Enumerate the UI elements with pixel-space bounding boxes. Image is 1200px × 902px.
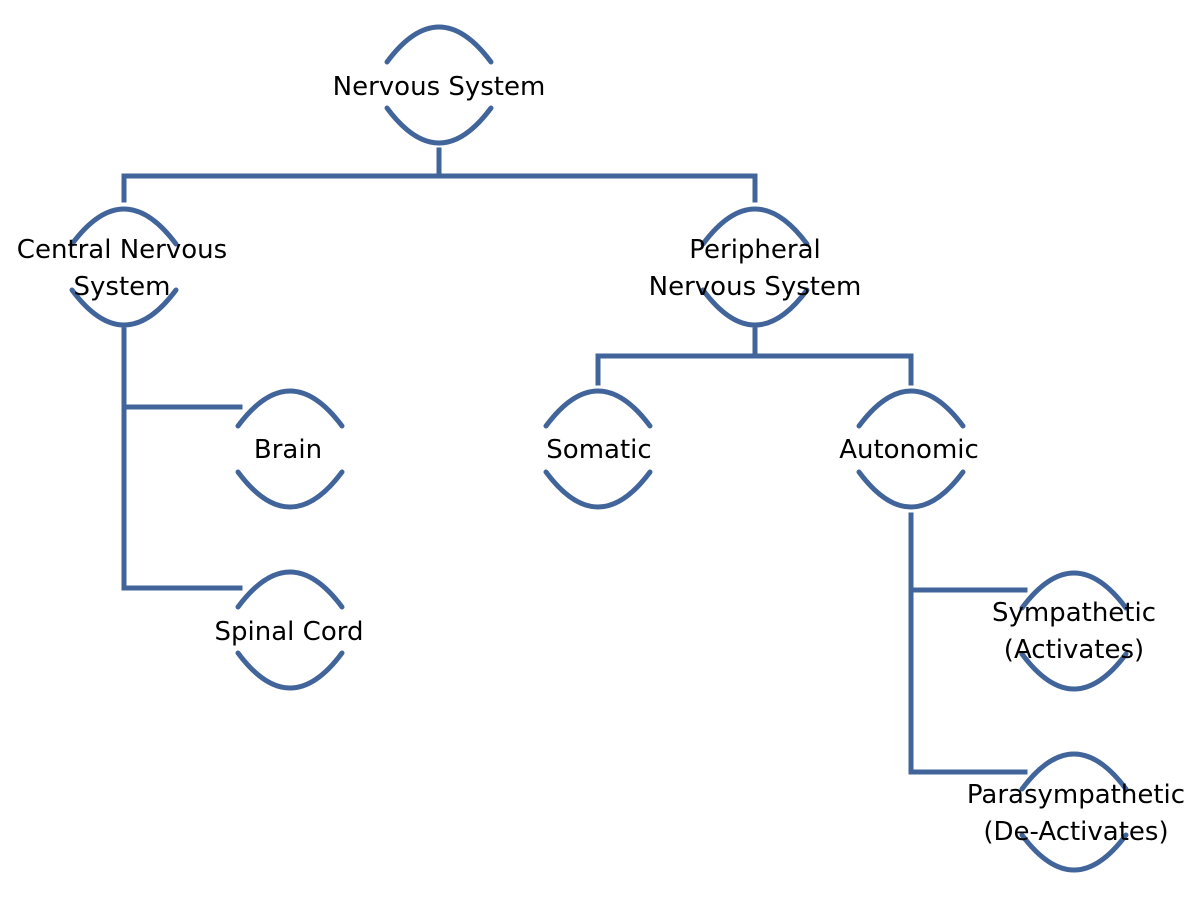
node-brain-top-arc: [235, 388, 345, 429]
node-peripheral-label-line-2: Nervous System: [649, 272, 862, 302]
node-parasympathetic-label-line-1: Parasympathetic: [967, 780, 1185, 810]
connector-pns-to-children: [595, 327, 914, 386]
node-spinal-cord-top-arc: [235, 569, 345, 610]
node-parasympathetic-label-line-2: (De-Activates): [983, 817, 1168, 847]
node-central-label-line-2: System: [74, 272, 171, 302]
node-autonomic-top-arc: [856, 388, 966, 429]
node-sympathetic-top-arc: [1019, 570, 1129, 611]
connector-cns-to-children: [121, 327, 243, 591]
node-sympathetic-label-line-2: (Activates): [1004, 635, 1144, 665]
connector-lines: [121, 147, 1028, 775]
node-spinal-cord-label-line-1: Spinal Cord: [215, 617, 364, 647]
connector-root-to-level1: [121, 147, 758, 203]
node-spinal-cord-bottom-arc: [235, 650, 345, 691]
node-central-label-line-1: Central Nervous: [17, 235, 227, 265]
node-central-top-arc: [69, 206, 179, 247]
node-autonomic-bottom-arc: [856, 469, 966, 510]
node-somatic-bottom-arc: [543, 469, 653, 510]
node-central-bottom-arc: [69, 287, 179, 328]
node-brain-label-line-1: Brain: [254, 435, 322, 465]
node-peripheral-top-arc: [700, 206, 810, 247]
node-brain-bottom-arc: [235, 469, 345, 510]
node-nervous-system-label-line-1: Nervous System: [333, 72, 546, 102]
connector-autonomic-to-children: [908, 512, 1028, 775]
node-shapes: [69, 24, 1129, 873]
node-somatic-top-arc: [543, 388, 653, 429]
node-peripheral-bottom-arc: [700, 287, 810, 328]
node-somatic-label-line-1: Somatic: [546, 435, 651, 465]
node-sympathetic-bottom-arc: [1019, 651, 1129, 692]
node-parasympathetic-top-arc: [1019, 751, 1129, 792]
node-parasympathetic-bottom-arc: [1019, 832, 1129, 873]
node-nervous-system-bottom-arc: [384, 105, 494, 146]
node-nervous-system-top-arc: [384, 24, 494, 65]
node-autonomic-label-line-1: Autonomic: [839, 435, 979, 465]
node-sympathetic-label-line-1: Sympathetic: [992, 598, 1156, 628]
node-peripheral-label-line-1: Peripheral: [689, 235, 821, 265]
